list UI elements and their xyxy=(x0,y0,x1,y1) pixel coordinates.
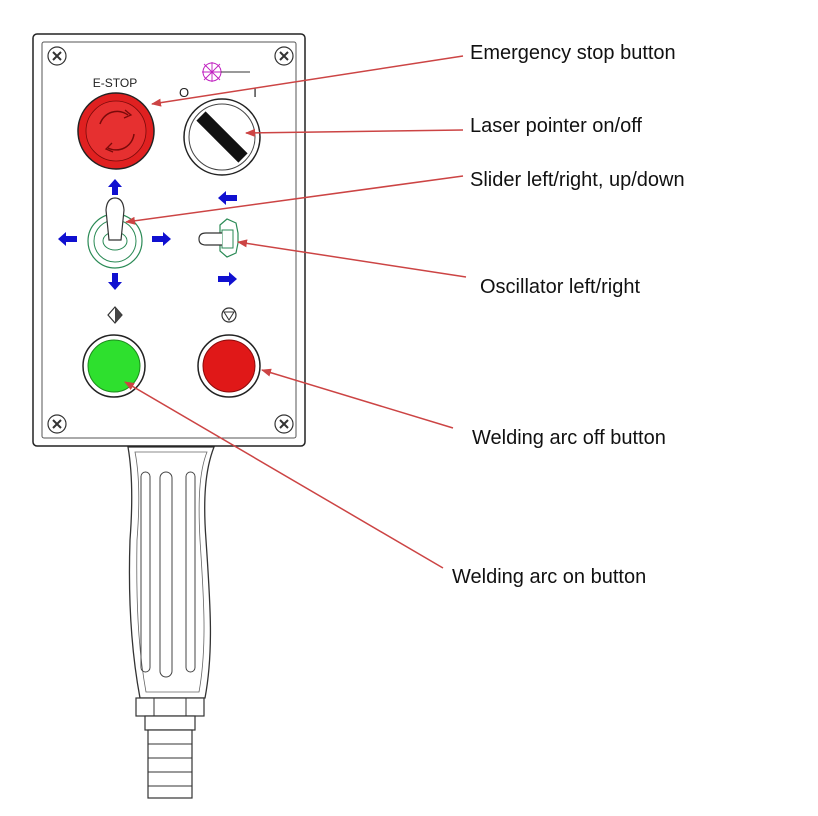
callout-arc-on: Welding arc on button xyxy=(452,566,647,588)
leader-line-oscillator xyxy=(237,239,467,278)
start-diamond-icon xyxy=(107,306,123,324)
estop-label: E-STOP xyxy=(93,76,137,90)
laser-pointer-switch[interactable] xyxy=(183,98,261,176)
arrow-left-icon xyxy=(218,191,237,205)
callout-emergency-stop: Emergency stop button xyxy=(470,42,676,64)
callout-oscillator: Oscillator left/right xyxy=(480,276,641,298)
screw-icon xyxy=(47,414,67,434)
emergency-stop-button[interactable] xyxy=(77,92,155,170)
callout-slider: Slider left/right, up/down xyxy=(470,169,685,191)
leader-line-slider xyxy=(125,175,464,225)
arrow-down-icon xyxy=(108,273,122,290)
laser-on-mark: I xyxy=(253,85,257,100)
screw-icon xyxy=(274,414,294,434)
stop-circle-icon xyxy=(221,307,237,323)
laser-off-mark: O xyxy=(179,85,189,100)
callout-laser-pointer: Laser pointer on/off xyxy=(470,115,642,137)
arrow-up-icon xyxy=(108,179,122,195)
leader-line-arc-off xyxy=(261,368,454,429)
arrow-left-icon xyxy=(58,232,77,246)
leader-line-emergency-stop xyxy=(151,55,464,107)
leader-line-arc-on xyxy=(124,381,444,569)
screw-icon xyxy=(274,46,294,66)
laser-starburst-icon xyxy=(202,62,250,82)
oscillator-toggle[interactable] xyxy=(198,218,239,258)
pendant-handle xyxy=(127,446,215,699)
arc-off-button[interactable] xyxy=(197,334,261,398)
slider-joystick[interactable] xyxy=(87,197,143,269)
callout-arc-off: Welding arc off button xyxy=(472,427,666,449)
screw-icon xyxy=(47,46,67,66)
leader-line-laser-pointer xyxy=(245,128,464,137)
arrow-right-icon xyxy=(152,232,171,246)
arrow-right-icon xyxy=(218,272,237,286)
cable-gland xyxy=(135,697,205,799)
